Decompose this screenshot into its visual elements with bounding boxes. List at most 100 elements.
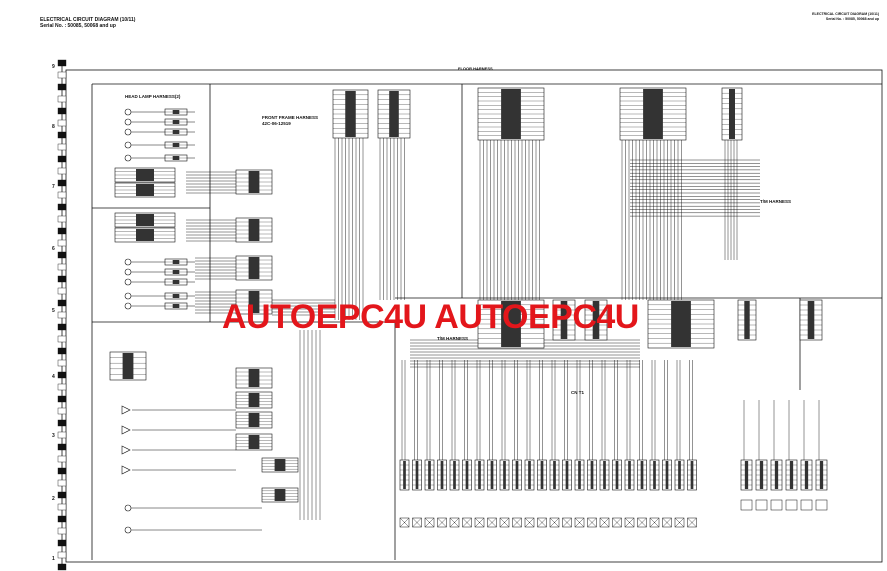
zone-tick (57, 131, 67, 139)
zone-tick (57, 83, 67, 91)
connector-pin-fill (671, 301, 691, 347)
solenoid-symbol (587, 517, 597, 528)
solenoid-cross (424, 517, 435, 528)
solenoid-cross (412, 517, 422, 528)
zone-number: 7 (52, 184, 55, 190)
zone-tick (57, 491, 67, 499)
zone-tick (57, 215, 67, 223)
zone-tick (57, 119, 67, 127)
diagram-title-right: ELECTRICAL CIRCUIT DIAGRAM (10/11) (812, 12, 879, 16)
horn-symbol (121, 425, 131, 435)
solenoid-symbol (449, 517, 460, 528)
connector-pin-fill (428, 461, 431, 489)
sensor-symbol (815, 499, 828, 511)
zone-tick (57, 311, 67, 319)
horn-symbol (121, 445, 131, 455)
zone-number: 5 (52, 308, 55, 314)
solenoid-cross (487, 517, 497, 528)
solenoid-cross (637, 517, 647, 528)
solenoid-symbol (637, 517, 647, 528)
connector-pin-fill (560, 301, 568, 339)
connector-pin-fill (592, 301, 600, 339)
zone-tick (57, 191, 67, 199)
solenoid-symbol (424, 517, 435, 528)
header-right: ELECTRICAL CIRCUIT DIAGRAM (10/11) Seria… (812, 12, 879, 22)
lamp-symbol (124, 278, 132, 286)
wire-bundles (131, 111, 820, 531)
zone-tick (57, 299, 67, 307)
connector-pin-fill (122, 353, 134, 379)
connector-pin-fill (248, 413, 260, 427)
solenoid-cross (437, 517, 447, 528)
zone-tick (57, 59, 67, 67)
connector-pin-fill (172, 294, 180, 298)
watermark-text: AUTOEPC4U AUTOEPC4U (222, 298, 639, 336)
zone-tick (57, 443, 67, 451)
connector-pin-fill (490, 461, 494, 489)
connector-pin-fill (136, 229, 154, 241)
zone-number: 9 (52, 64, 55, 70)
lamp-symbol (124, 128, 132, 136)
solenoid-cross (499, 517, 510, 528)
label-head-lamp-harness: HEAD LAMP HARNESS(2) (125, 94, 181, 99)
solenoid-symbol (562, 517, 572, 528)
lamp-symbol (124, 108, 132, 116)
connector-pin-fill (415, 461, 419, 489)
connector-pin-fill (789, 461, 794, 489)
solenoid-cross (562, 517, 572, 528)
connector-pin-fill (136, 169, 154, 181)
solenoid-cross (599, 517, 610, 528)
solenoid-symbol (474, 517, 485, 528)
connector-pin-fill (478, 461, 481, 489)
label-connector-cn-t1: CN T1 (571, 390, 584, 395)
connector-pin-fill (274, 459, 286, 471)
zone-tick (57, 395, 67, 403)
connector-pin-fill (403, 461, 406, 489)
connector-pin-fill (465, 461, 469, 489)
connector-pin-fill (744, 301, 750, 339)
connector-pin-fill (248, 257, 260, 279)
connector-pin-fill (440, 461, 444, 489)
label-tm-harness-right: T/M HARNESS (760, 199, 791, 204)
connector-pin-fill (515, 461, 519, 489)
zone-number: 3 (52, 433, 55, 439)
sensor-symbol (800, 499, 813, 511)
lamp-symbol (124, 292, 132, 300)
zone-number: 6 (52, 246, 55, 252)
solenoid-cross (537, 517, 547, 528)
header-left: ELECTRICAL CIRCUIT DIAGRAM (10/11) Seria… (40, 17, 135, 29)
zone-tick (57, 287, 67, 295)
connector-pin-fill (553, 461, 556, 489)
connector-pin-fill (578, 461, 581, 489)
lamp-symbol (124, 118, 132, 126)
solenoid-cross (624, 517, 635, 528)
connector-pin-fill (172, 110, 180, 114)
connector-pin-fill (690, 461, 694, 489)
solenoid-cross (587, 517, 597, 528)
zone-tick (57, 227, 67, 235)
connector-pin-fill (172, 304, 180, 308)
connector-pin-fill (172, 270, 180, 274)
zone-tick (57, 431, 67, 439)
zone-tick (57, 263, 67, 271)
solenoid-cross (674, 517, 685, 528)
zone-tick (57, 143, 67, 151)
zone-tick (57, 179, 67, 187)
solenoid-symbol (487, 517, 497, 528)
connector-pin-fill (640, 461, 644, 489)
connector-pin-fill (729, 89, 735, 139)
zone-tick (57, 359, 67, 367)
solenoid-symbol (412, 517, 422, 528)
connector-pin-fill (628, 461, 631, 489)
zone-tick (57, 551, 67, 559)
lamp-symbol (124, 141, 132, 149)
connector-pin-fill (248, 369, 260, 387)
solenoid-symbol (624, 517, 635, 528)
connector-pin-fill (248, 435, 260, 449)
connector-pin-fill (172, 143, 180, 147)
solenoid-cross (574, 517, 585, 528)
connector-pin-fill (172, 280, 180, 284)
zone-tick (57, 539, 67, 547)
connector-blocks (109, 87, 828, 503)
